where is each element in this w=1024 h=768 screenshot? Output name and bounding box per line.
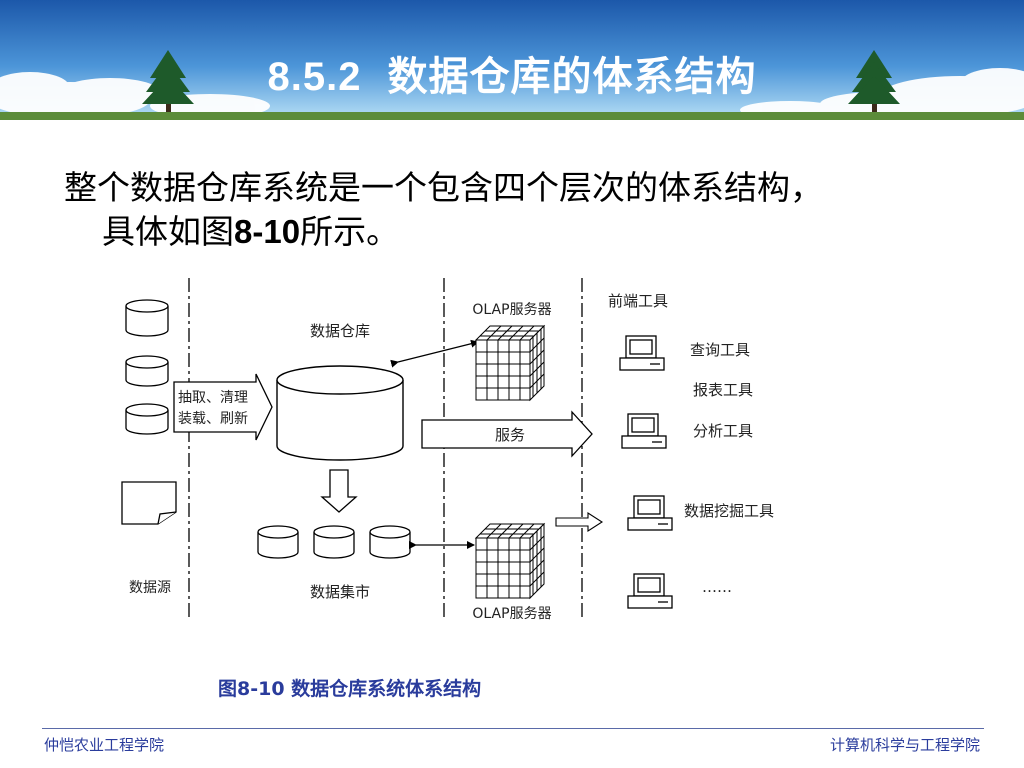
etl-arrow [173, 373, 273, 441]
computer-icon-analysis [621, 413, 667, 449]
document-icon [121, 481, 177, 525]
header-banner: 8.5.2 数据仓库的体系结构 [0, 0, 1024, 120]
frontend-tools: 前端工具 查询工具 报表工具 分析工具 数据挖掘工具 …… [608, 292, 774, 609]
figure-caption: 图8-10 数据仓库系统体系结构 [218, 678, 482, 700]
section-title: 数据仓库的体系结构 [387, 54, 757, 100]
footer-left-text: 仲恺农业工程学院 [44, 736, 165, 754]
data-mart-db-icons [257, 525, 411, 559]
figure-ref: 8-10 [234, 213, 301, 250]
intro-line-1: 整个数据仓库系统是一个包含四个层次的体系结构， [64, 168, 823, 207]
mining-arrow [555, 511, 604, 533]
sky-background [0, 0, 1024, 120]
etl-label-line2: 装载、刷新 [178, 411, 248, 427]
frontend-label: 前端工具 [608, 292, 668, 310]
page-title: 8.5.2 数据仓库的体系结构 [0, 44, 1024, 102]
intro-paragraph: 整个数据仓库系统是一个包含四个层次的体系结构， 具体如图8-10所示。 [64, 166, 1004, 254]
olap-top-label: OLAP服务器 [472, 302, 551, 318]
tree-icon-right [848, 50, 900, 112]
more-tools-label: …… [702, 578, 732, 596]
intro-line-2-after: 所示。 [300, 212, 400, 251]
mining-tool-label: 数据挖掘工具 [684, 502, 774, 520]
footer-right-text: 计算机科学与工程学院 [829, 736, 980, 754]
olap-cube-icon-top [474, 324, 546, 402]
down-arrow [320, 469, 358, 513]
computer-icon-more [627, 573, 673, 609]
data-mart-label: 数据集市 [310, 583, 370, 601]
report-tool-label: 报表工具 [693, 381, 753, 399]
warehouse-olap-arrow [390, 339, 479, 368]
data-source-label: 数据源 [129, 580, 171, 596]
section-number: 8.5.2 [267, 55, 362, 99]
computer-icon-query [619, 335, 665, 371]
service-arrow [421, 410, 593, 458]
architecture-diagram: 数据源 抽取、清理 装载、刷新 数据仓库 数据集市 OLAP服务器 [121, 278, 604, 622]
intro-line-2: 具体如图8-10所示。 [64, 210, 1004, 254]
analysis-tool-label: 分析工具 [693, 422, 753, 440]
query-tool-label: 查询工具 [690, 341, 750, 359]
service-label: 服务 [495, 426, 525, 444]
intro-line-2-before: 具体如图 [102, 212, 234, 251]
warehouse-db-icon [276, 365, 404, 461]
warehouse-label: 数据仓库 [310, 322, 370, 340]
olap-bottom-label: OLAP服务器 [472, 606, 551, 622]
olap-cube-icon-bottom [474, 522, 546, 600]
footer-divider [42, 728, 984, 729]
computer-icon-mining [627, 495, 673, 531]
data-source-db-icons [125, 299, 169, 435]
tree-icon-left [142, 50, 194, 112]
etl-label-line1: 抽取、清理 [178, 390, 248, 406]
